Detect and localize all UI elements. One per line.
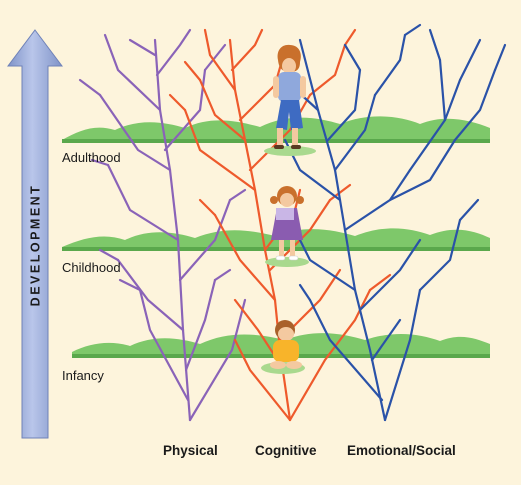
physical-branches <box>78 28 247 422</box>
ground-adulthood <box>62 116 490 143</box>
stage-label-adulthood: Adulthood <box>62 150 121 165</box>
child-figure <box>265 186 309 267</box>
development-axis-label: DEVELOPMENT <box>13 130 57 360</box>
domain-label-cognitive: Cognitive <box>255 443 317 458</box>
domain-label-emotional-social: Emotional/Social <box>347 443 456 458</box>
stage-label-childhood: Childhood <box>62 260 121 275</box>
domain-label-physical: Physical <box>163 443 218 458</box>
development-arrow <box>7 29 63 439</box>
adult-figure <box>264 44 316 156</box>
infant-figure <box>261 320 305 374</box>
stage-label-infancy: Infancy <box>62 368 104 383</box>
emotional-social-branches <box>283 23 507 422</box>
development-label-text: DEVELOPMENT <box>28 183 42 307</box>
